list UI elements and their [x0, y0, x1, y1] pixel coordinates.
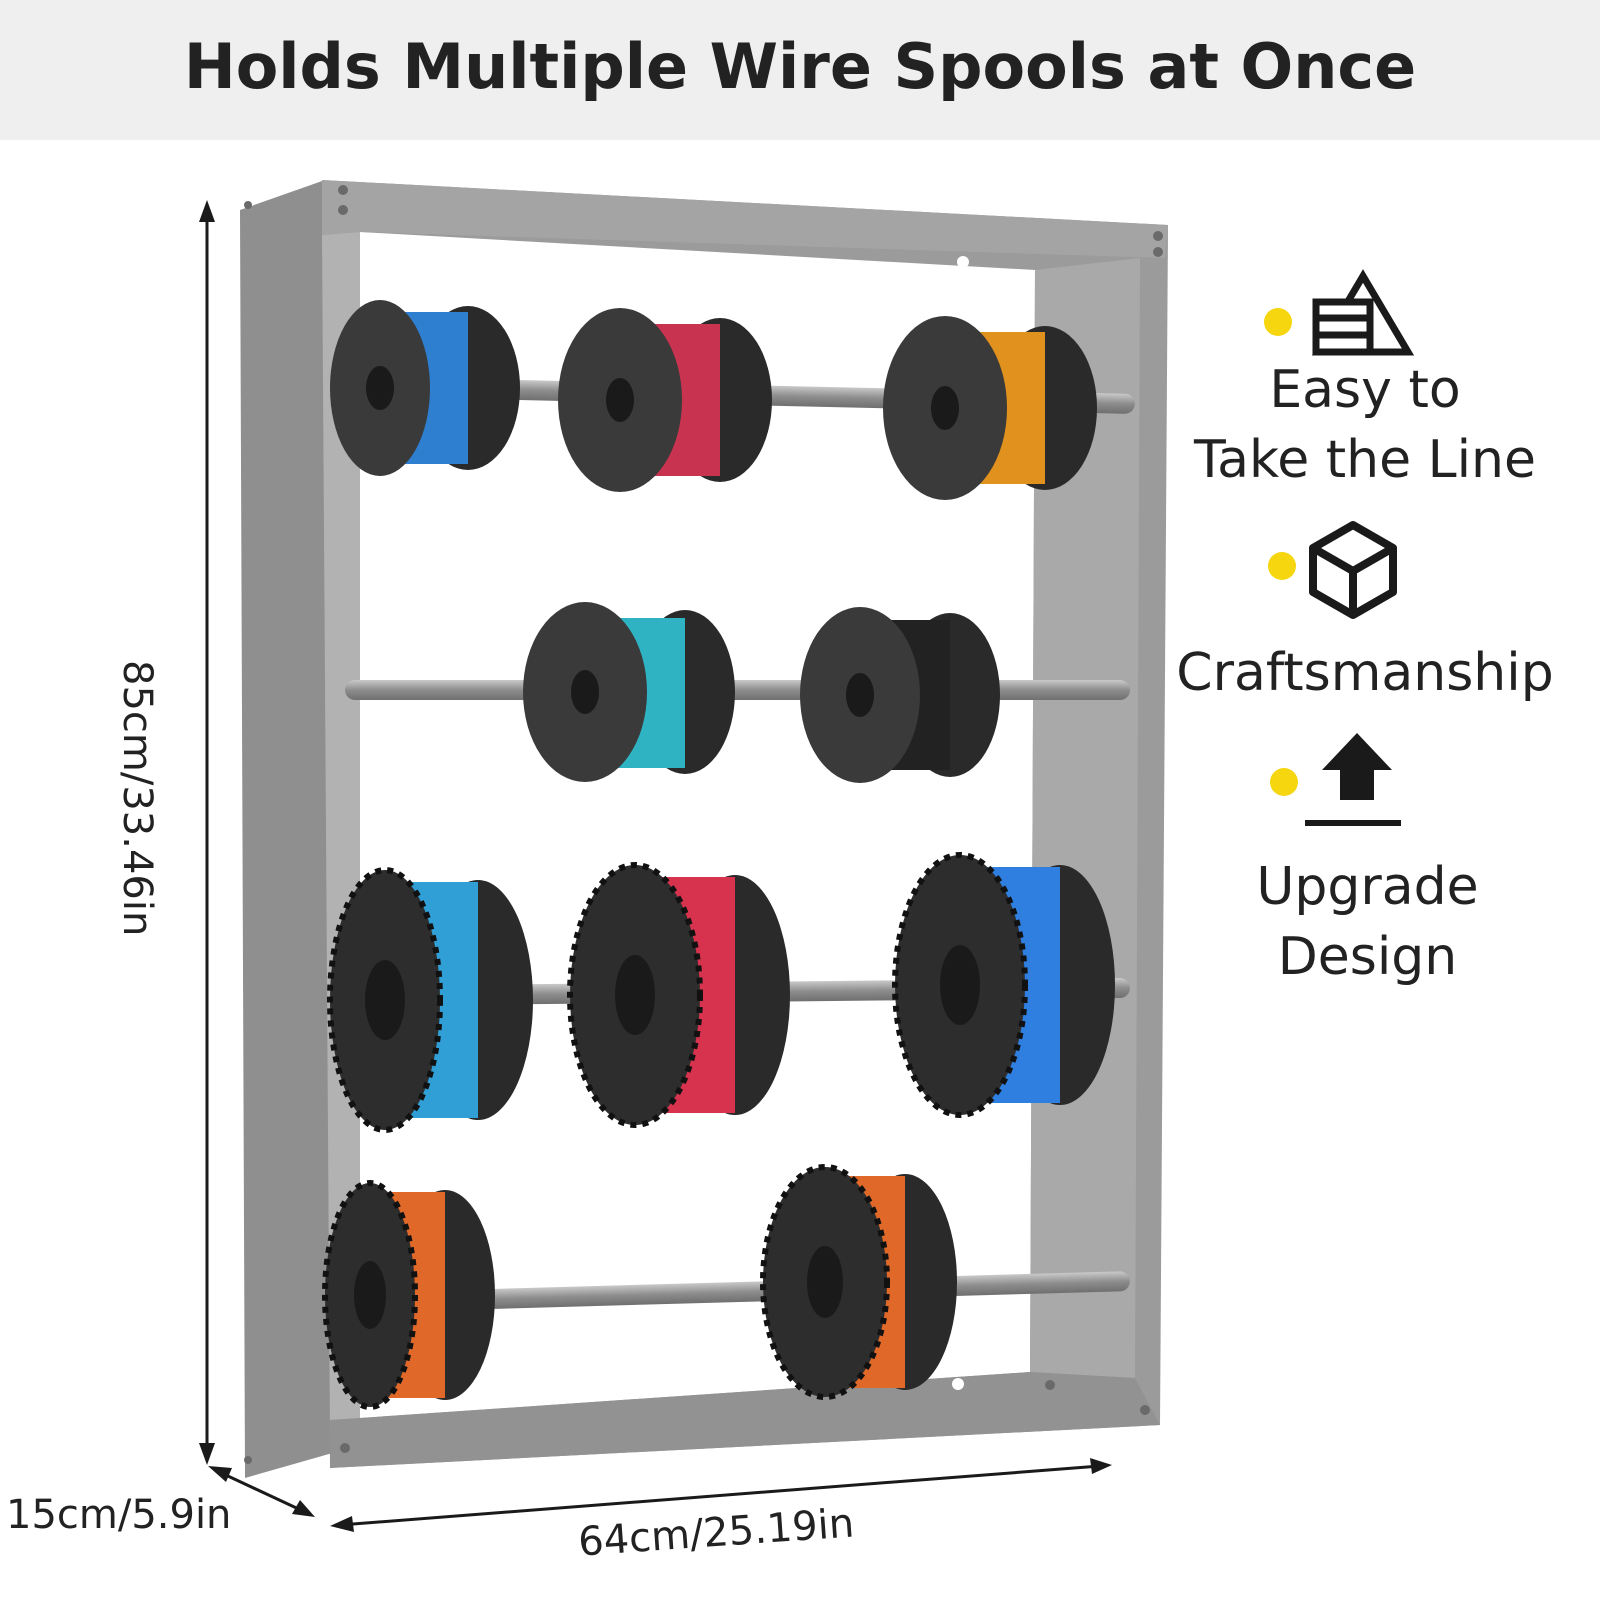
spool: [330, 300, 520, 476]
feature-bullet-dot: [1268, 552, 1296, 580]
spool: [760, 1164, 957, 1400]
feature-easy-line2: Take the Line: [1193, 430, 1537, 490]
spool: [327, 867, 533, 1133]
spool-row-4: [322, 1164, 957, 1410]
feature-upgrade-design: Upgrade Design: [1256, 857, 1479, 987]
upload-arrow-icon: [1305, 733, 1401, 826]
spool-row-1: [330, 300, 1097, 500]
spool: [883, 316, 1097, 500]
dimension-lines: [199, 200, 1112, 1532]
cards-warning-icon: [1311, 269, 1415, 356]
banner-title: Holds Multiple Wire Spools at Once: [183, 30, 1417, 103]
depth-dimension-label: 15cm/5.9in: [6, 1492, 232, 1538]
feature-easy-line1: Easy to: [1269, 360, 1461, 420]
feature-bullet-dot: [1270, 768, 1298, 796]
spool: [322, 1180, 495, 1410]
spool: [523, 602, 735, 782]
spool-row-3: [327, 852, 1115, 1133]
feature-bullet-dot: [1264, 308, 1292, 336]
title-banner: Holds Multiple Wire Spools at Once: [0, 0, 1600, 140]
height-dimension-label: 85cm/33.46in: [114, 660, 160, 937]
feature-craftsmanship: Craftsmanship: [1176, 643, 1554, 703]
rack-frame: [240, 180, 1168, 1478]
spool: [800, 607, 1000, 783]
spool: [892, 852, 1115, 1118]
spool: [567, 862, 790, 1128]
spool: [558, 308, 772, 492]
cube-icon: [1309, 521, 1397, 619]
spool-row-2: [523, 602, 1000, 783]
